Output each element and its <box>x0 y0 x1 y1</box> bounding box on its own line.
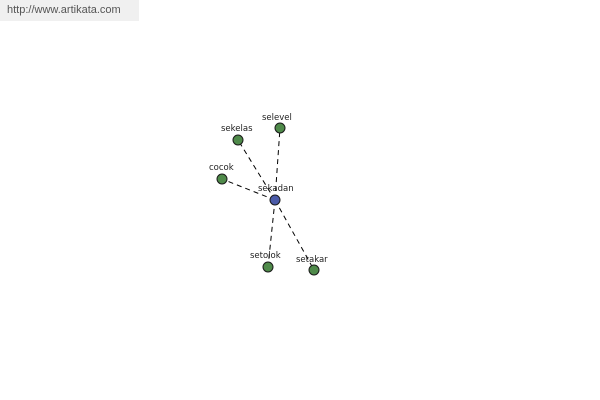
node-cocok[interactable] <box>216 173 228 185</box>
labels-layer: selevel sekelas cocok setolok setakar sekadan <box>209 113 328 265</box>
node-setolok[interactable] <box>262 261 274 273</box>
node-label-setolok: setolok <box>250 251 281 261</box>
node-label-sekelas: sekelas <box>221 124 253 134</box>
node-center[interactable] <box>269 194 281 206</box>
edge-selevel <box>274 127 281 201</box>
node-label-center: sekadan <box>258 184 294 194</box>
node-label-selevel: selevel <box>262 113 292 123</box>
node-label-cocok: cocok <box>209 163 234 173</box>
node-setakar[interactable] <box>308 264 320 276</box>
node-sekelas[interactable] <box>232 134 244 146</box>
site-url-banner[interactable]: http://www.artikata.com <box>0 0 139 21</box>
edge-setakar <box>274 199 315 271</box>
edge-sekelas <box>237 139 276 201</box>
node-label-setakar: setakar <box>296 255 328 265</box>
edge-setolok <box>267 199 276 268</box>
node-selevel[interactable] <box>274 122 286 134</box>
edges-layer <box>221 127 315 271</box>
nodes-layer <box>216 122 320 276</box>
edge-cocok <box>221 178 276 201</box>
